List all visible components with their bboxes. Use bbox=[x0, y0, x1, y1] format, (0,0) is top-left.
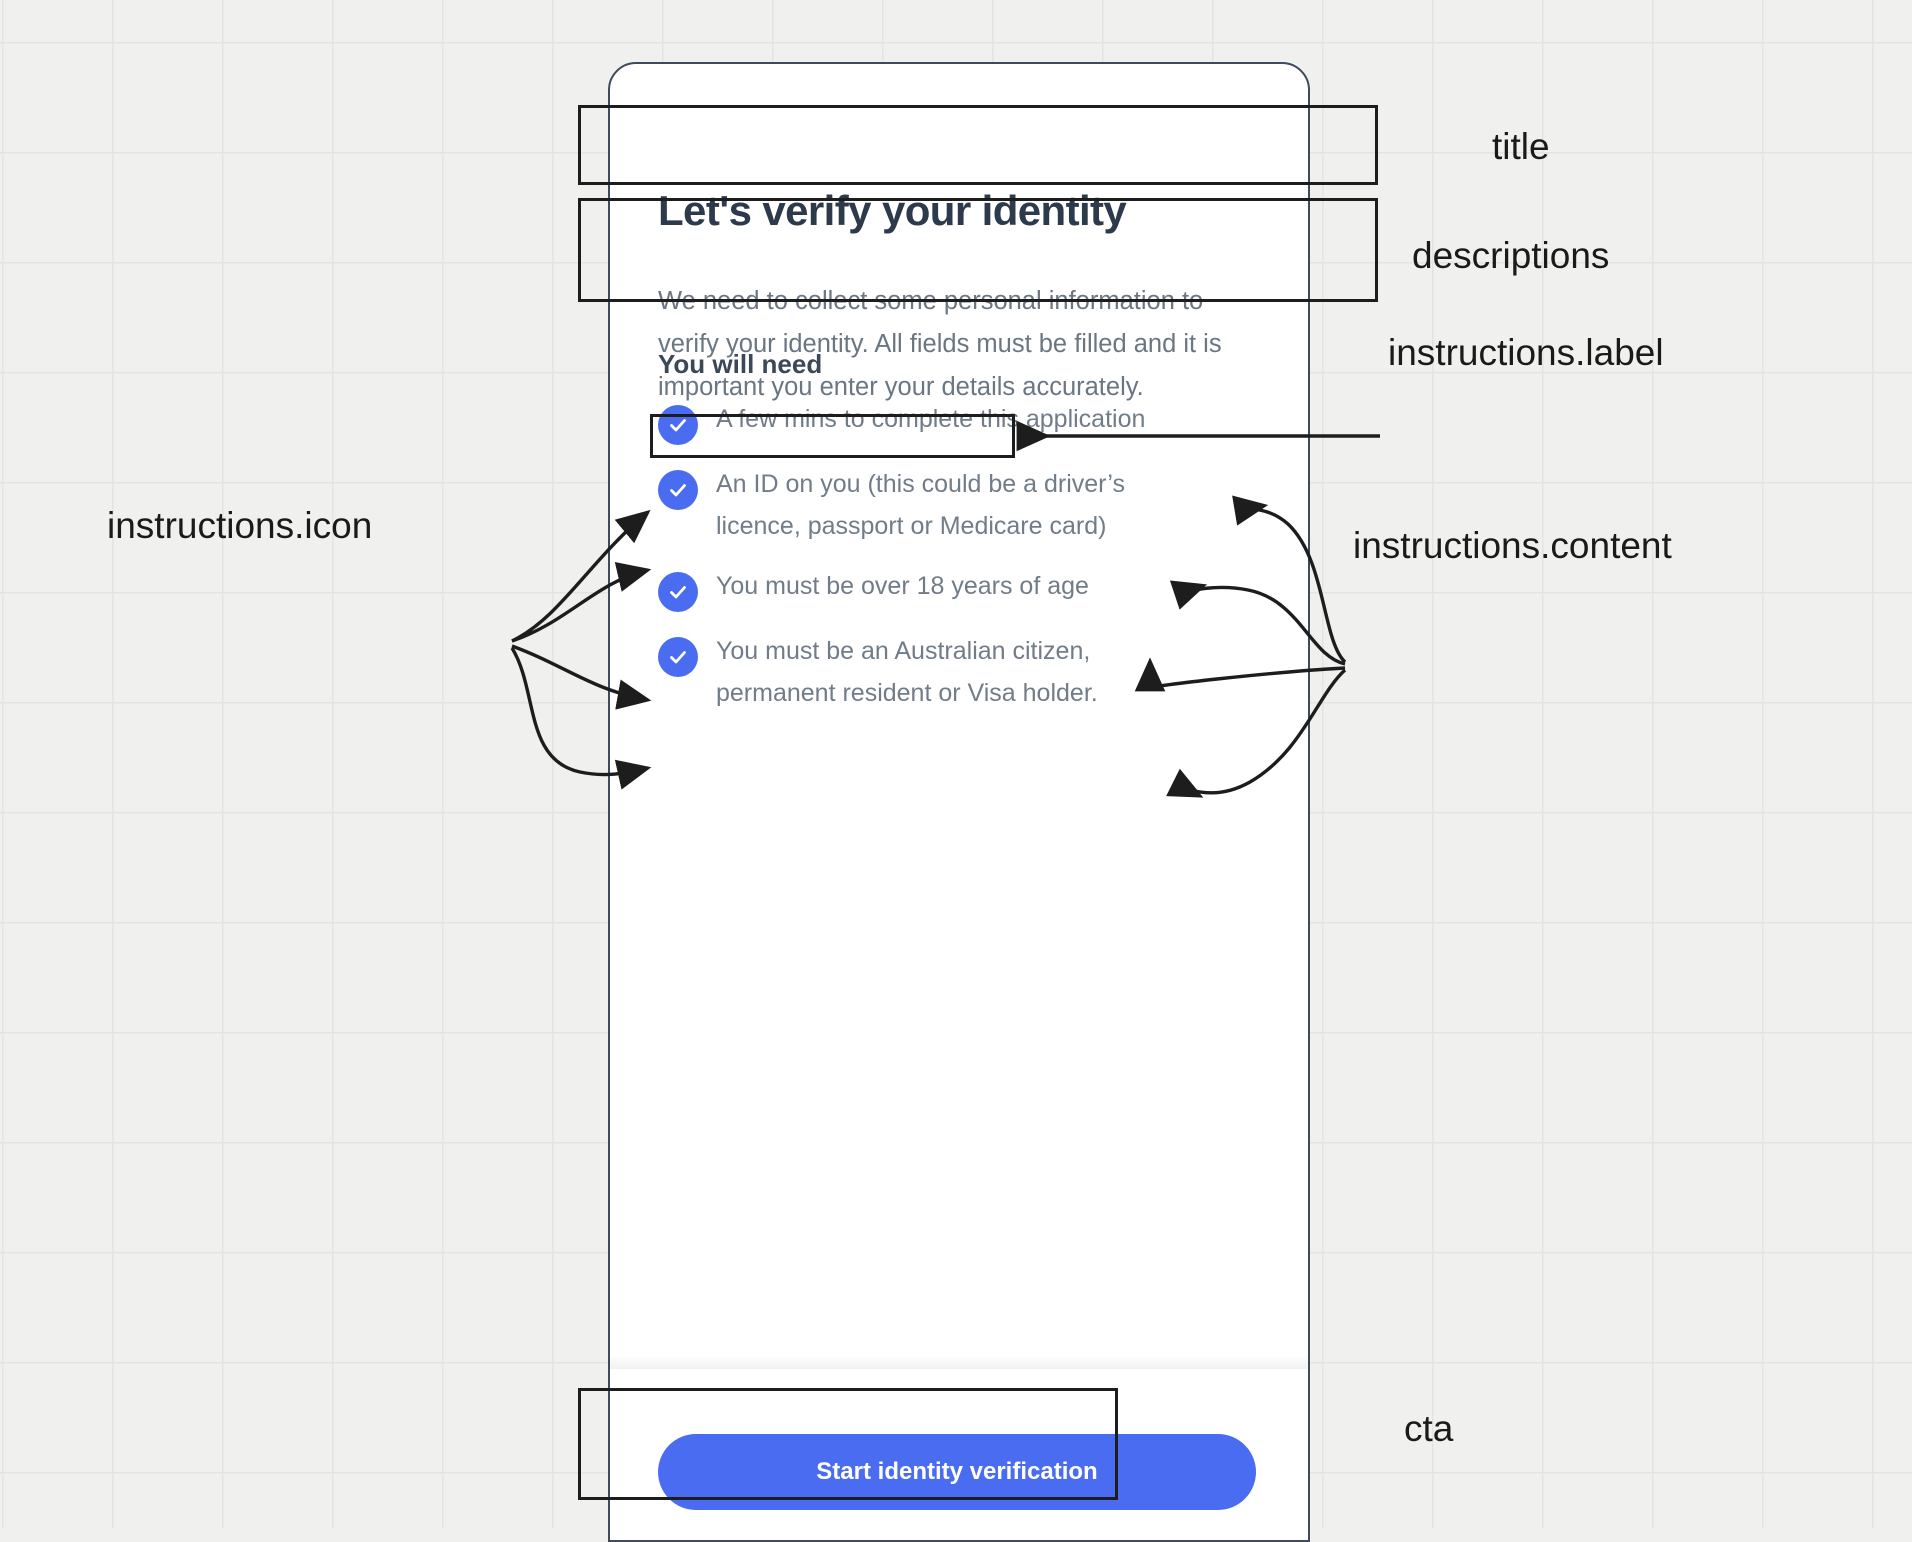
list-item: An ID on you (this could be a driver’s l… bbox=[658, 469, 1258, 547]
annotation-box-title bbox=[578, 105, 1378, 185]
annotation-label-title: title bbox=[1492, 126, 1550, 167]
annotation-label-instructions-label: instructions.label bbox=[1388, 332, 1664, 373]
annotation-label-descriptions: descriptions bbox=[1412, 235, 1610, 276]
instruction-content: A few mins to complete this application bbox=[716, 405, 1146, 433]
check-circle-icon bbox=[658, 470, 698, 510]
arrow-content-2 bbox=[1169, 580, 1346, 666]
arrow-content-3 bbox=[1134, 657, 1346, 693]
page-title: Let's verify your identity bbox=[658, 187, 1127, 235]
list-item: You must be an Australian citizen, perma… bbox=[658, 636, 1258, 714]
instructions-list: A few mins to complete this application … bbox=[658, 404, 1258, 738]
check-circle-icon bbox=[658, 637, 698, 677]
instruction-content: An ID on you (this could be a driver’s l… bbox=[716, 470, 1126, 540]
footer-divider bbox=[610, 1355, 1308, 1371]
arrow-content-4 bbox=[1166, 668, 1347, 798]
instructions-label: You will need bbox=[658, 349, 823, 379]
arrow-icon-1 bbox=[511, 509, 651, 643]
annotation-box-instructions-label bbox=[650, 414, 1015, 458]
list-item: You must be over 18 years of age bbox=[658, 571, 1258, 612]
annotation-label-cta: cta bbox=[1404, 1408, 1454, 1449]
check-circle-icon bbox=[658, 405, 698, 445]
instruction-content: You must be over 18 years of age bbox=[716, 572, 1089, 600]
instruction-content: You must be an Australian citizen, perma… bbox=[716, 637, 1098, 707]
annotation-label-instructions-icon: instructions.icon bbox=[107, 505, 373, 546]
check-circle-icon bbox=[658, 572, 698, 612]
annotation-label-instructions-content: instructions.content bbox=[1353, 525, 1672, 566]
annotation-box-cta bbox=[578, 1388, 1118, 1500]
list-item: A few mins to complete this application bbox=[658, 404, 1258, 445]
arrow-icon-2 bbox=[511, 561, 652, 643]
annotation-box-descriptions bbox=[578, 198, 1378, 302]
arrow-content-1 bbox=[1232, 495, 1347, 664]
arrow-icon-4 bbox=[510, 647, 652, 790]
arrow-icon-3 bbox=[511, 644, 652, 710]
